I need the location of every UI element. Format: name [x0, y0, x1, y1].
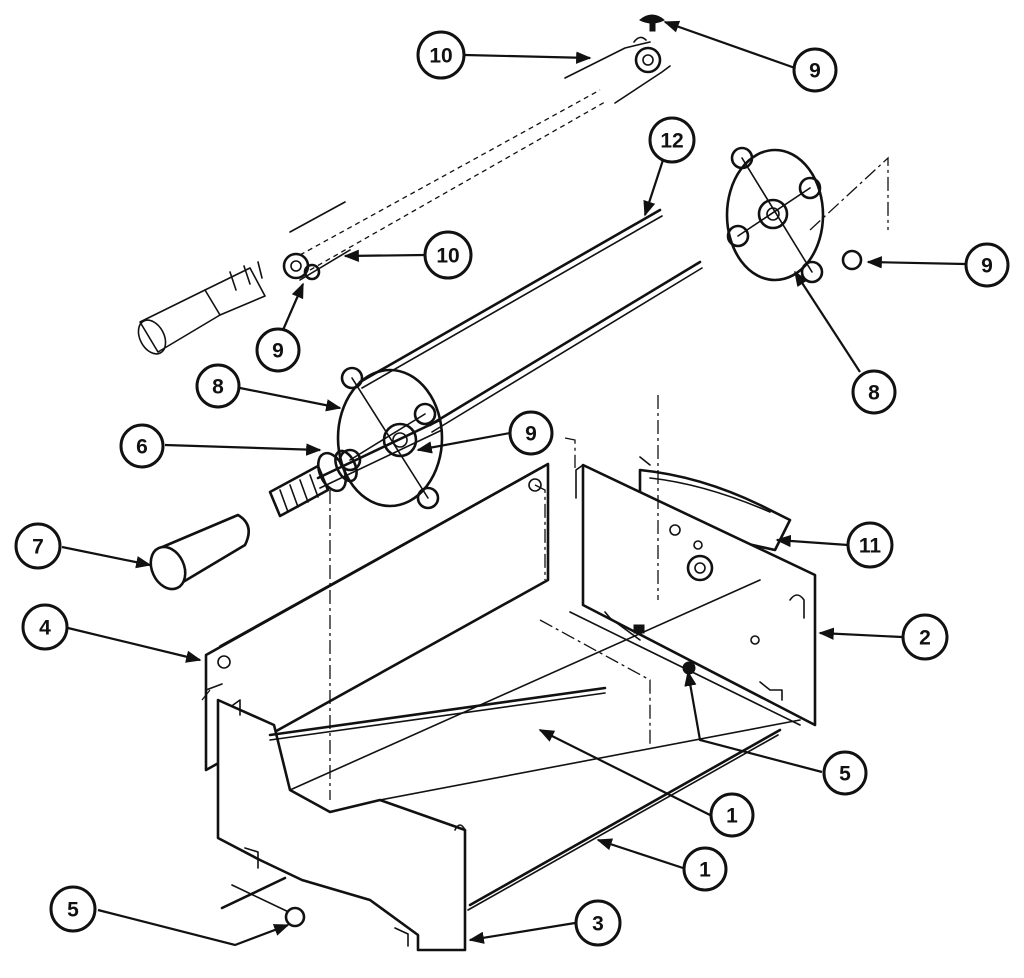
- callout-9-top: 9: [792, 47, 838, 93]
- callout-7: 7: [14, 522, 62, 570]
- callout-8-left: 8: [195, 363, 241, 409]
- spit-wheel-left: [336, 366, 444, 510]
- callout-10-mid: 10: [423, 230, 473, 280]
- svg-text:3: 3: [592, 913, 604, 936]
- callout-1-lower: 1: [682, 846, 728, 892]
- svg-text:5: 5: [67, 899, 79, 922]
- support-rods: [268, 686, 782, 911]
- svg-text:2: 2: [919, 627, 931, 650]
- svg-text:12: 12: [660, 130, 683, 153]
- upper-spit-handle: [137, 261, 266, 355]
- svg-text:8: 8: [868, 382, 880, 405]
- callout-9-right: 9: [964, 242, 1010, 288]
- screws: [639, 14, 665, 32]
- spit-rods: [358, 208, 703, 433]
- left-side-panel: [204, 462, 550, 772]
- svg-text:6: 6: [136, 436, 148, 459]
- svg-text:9: 9: [525, 423, 537, 446]
- svg-text:11: 11: [859, 535, 882, 558]
- svg-text:5: 5: [839, 763, 851, 786]
- right-side-panel: [569, 456, 817, 727]
- svg-text:1: 1: [699, 859, 711, 882]
- svg-text:9: 9: [272, 340, 284, 363]
- callout-1-upper: 1: [709, 792, 755, 838]
- callout-4: 4: [21, 603, 69, 651]
- svg-text:9: 9: [809, 60, 821, 83]
- callout-5-left: 5: [49, 885, 97, 933]
- callout-5-right: 5: [822, 750, 868, 796]
- spit-fork-mid: [282, 201, 351, 281]
- callout-9-left: 9: [255, 327, 301, 373]
- spit-shaft-and-collar: [268, 418, 443, 518]
- callout-6: 6: [119, 423, 165, 469]
- callout-10-top: 10: [416, 30, 466, 80]
- svg-text:10: 10: [429, 45, 452, 68]
- callout-12: 12: [648, 116, 696, 164]
- svg-text:9: 9: [981, 255, 993, 278]
- svg-text:1: 1: [726, 805, 738, 828]
- callout-3: 3: [574, 899, 622, 947]
- callout-11: 11: [846, 521, 894, 569]
- bottom-screw: [220, 876, 306, 928]
- svg-text:8: 8: [212, 376, 224, 399]
- handle-knob: [149, 513, 250, 591]
- svg-text:4: 4: [39, 617, 51, 640]
- leader-lines: [61, 20, 966, 947]
- spit-wheel-right: [725, 146, 863, 284]
- callout-2: 2: [901, 613, 949, 661]
- svg-text:7: 7: [32, 536, 44, 559]
- assembly-center-lines: [201, 89, 889, 800]
- spit-fork-upper: [564, 36, 671, 104]
- callout-8-right: 8: [851, 369, 897, 415]
- svg-text:10: 10: [436, 245, 459, 268]
- callout-9-center: 9: [508, 410, 554, 456]
- front-base-panel: [216, 579, 801, 952]
